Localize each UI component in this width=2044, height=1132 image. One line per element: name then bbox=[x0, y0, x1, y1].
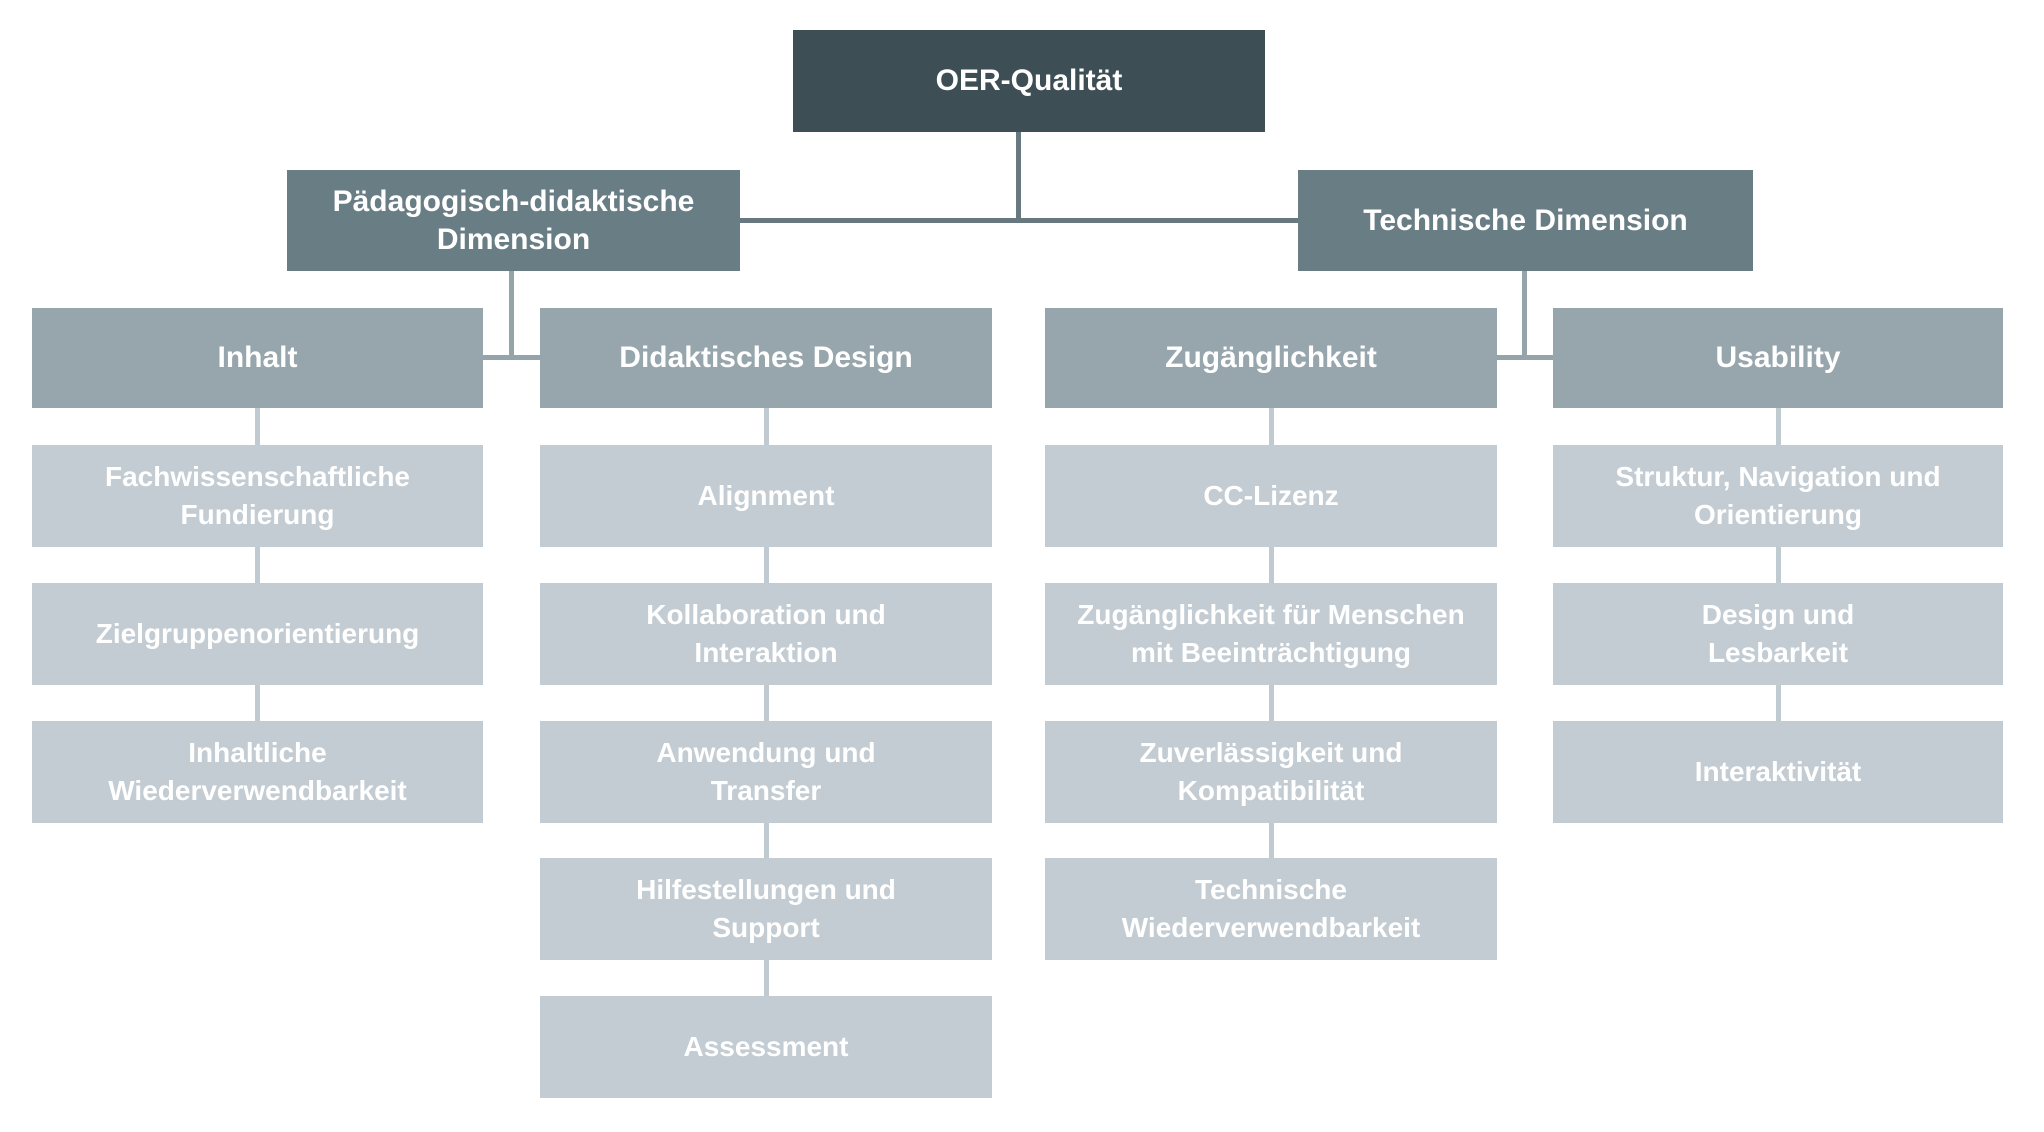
node-zugaenglichkeit: Zugänglichkeit bbox=[1045, 308, 1497, 408]
node-alignment: Alignment bbox=[540, 445, 992, 547]
node-assessment: Assessment bbox=[540, 996, 992, 1098]
connector-dim1-stub bbox=[509, 269, 514, 360]
node-technische-wiederverwendbarkeit: Technische Wiederverwendbarkeit bbox=[1045, 858, 1497, 960]
connector-col4-stub-1 bbox=[1776, 547, 1781, 583]
connector-col2-stub-3 bbox=[764, 823, 769, 858]
connector-col4-stub-0 bbox=[1776, 408, 1781, 445]
connector-col4-stub-2 bbox=[1776, 685, 1781, 721]
node-design-und-lesbarkeit: Design und Lesbarkeit bbox=[1553, 583, 2003, 685]
connector-col2-stub-2 bbox=[764, 685, 769, 721]
connector-col2-stub-4 bbox=[764, 960, 769, 996]
node-zuverlaessigkeit-und-kompatibilitaet: Zuverlässigkeit und Kompatibilität bbox=[1045, 721, 1497, 823]
node-usability: Usability bbox=[1553, 308, 2003, 408]
connector-dim2-stub bbox=[1522, 270, 1527, 360]
node-kollaboration-und-interaktion: Kollaboration und Interaktion bbox=[540, 583, 992, 685]
node-technische-dimension: Technische Dimension bbox=[1298, 170, 1753, 271]
connector-col1-stub-2 bbox=[255, 685, 260, 721]
connector-col2-stub-1 bbox=[764, 547, 769, 583]
node-zugaenglichkeit-fuer-menschen-mit-beeintraechtigung: Zugänglichkeit für Menschen mit Beeinträ… bbox=[1045, 583, 1497, 685]
node-fachwissenschaftliche-fundierung: Fachwissenschaftliche Fundierung bbox=[32, 445, 483, 547]
node-struktur-navigation-und-orientierung: Struktur, Navigation und Orientierung bbox=[1553, 445, 2003, 547]
connector-dim1-horizontal bbox=[483, 355, 540, 360]
connector-col1-stub-0 bbox=[255, 408, 260, 445]
connector-col3-stub-3 bbox=[1269, 823, 1274, 858]
node-interaktivitaet: Interaktivität bbox=[1553, 721, 2003, 823]
connector-col2-stub-0 bbox=[764, 408, 769, 445]
node-oer-qualitaet: OER-Qualität bbox=[793, 30, 1265, 132]
node-inhaltliche-wiederverwendbarkeit: Inhaltliche Wiederverwendbarkeit bbox=[32, 721, 483, 823]
node-anwendung-und-transfer: Anwendung und Transfer bbox=[540, 721, 992, 823]
connector-dim2-horizontal bbox=[1497, 355, 1553, 360]
connector-root-stub bbox=[1016, 131, 1021, 223]
node-inhalt: Inhalt bbox=[32, 308, 483, 408]
connector-col3-stub-1 bbox=[1269, 547, 1274, 583]
connector-root-horizontal bbox=[740, 218, 1298, 223]
connector-col1-stub-1 bbox=[255, 547, 260, 583]
node-cc-lizenz: CC-Lizenz bbox=[1045, 445, 1497, 547]
node-zielgruppenorientierung: Zielgruppenorientierung bbox=[32, 583, 483, 685]
connector-col3-stub-2 bbox=[1269, 685, 1274, 721]
node-paedagogisch-didaktische-dimension: Pädagogisch-didaktische Dimension bbox=[287, 170, 740, 271]
node-didaktisches-design: Didaktisches Design bbox=[540, 308, 992, 408]
node-hilfestellungen-und-support: Hilfestellungen und Support bbox=[540, 858, 992, 960]
connector-col3-stub-0 bbox=[1269, 408, 1274, 445]
